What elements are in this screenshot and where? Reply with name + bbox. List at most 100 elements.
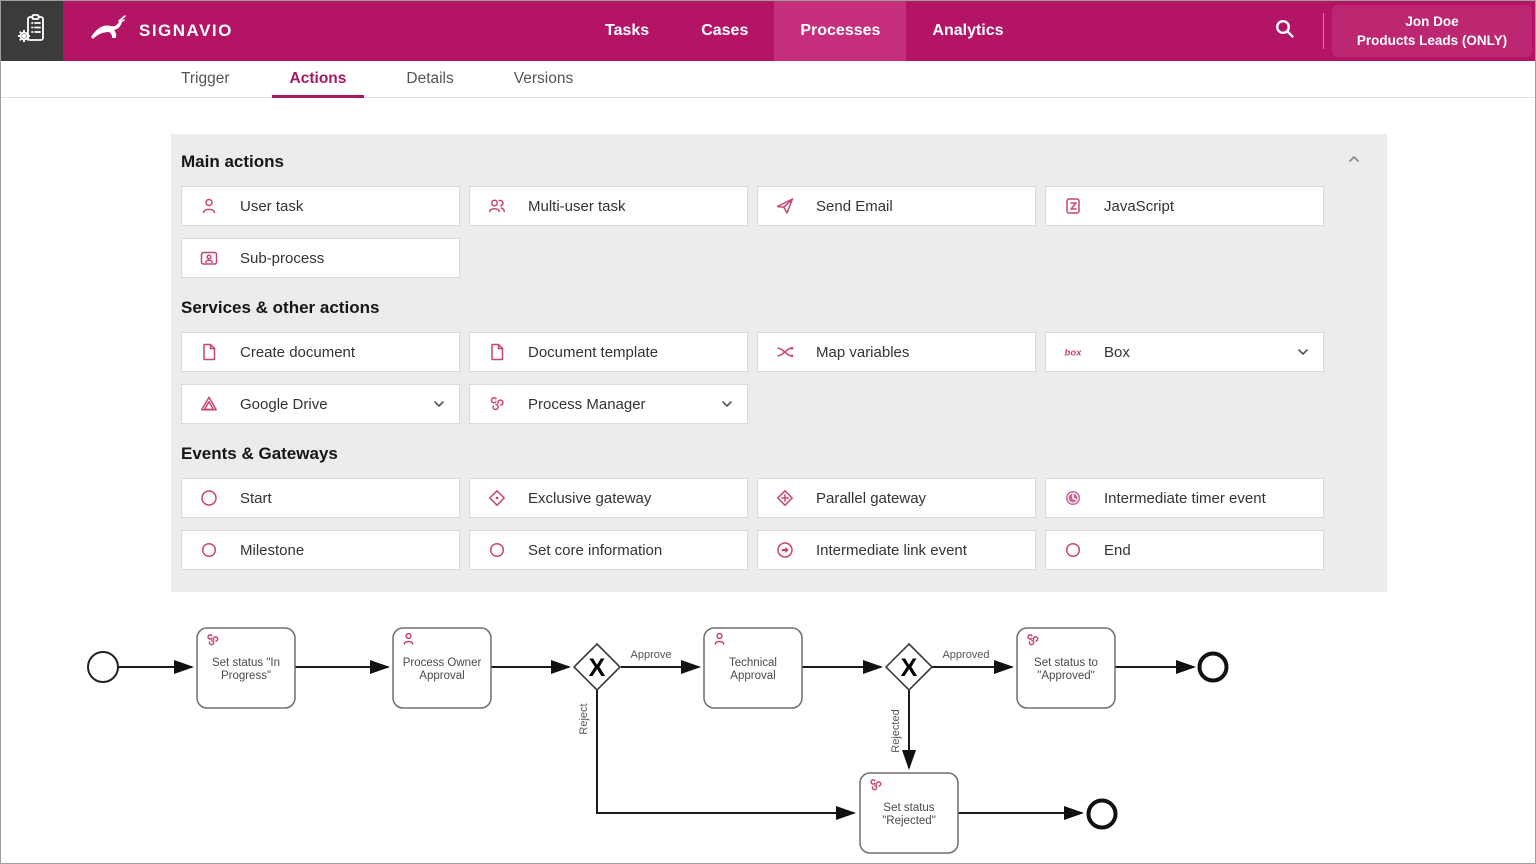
action-intermediate-link-event[interactable]: Intermediate link event: [757, 530, 1036, 570]
chevron-down-icon: [1295, 344, 1311, 360]
end-event-icon: [1063, 540, 1083, 560]
svg-text:"Approved": "Approved": [1037, 670, 1094, 682]
user-role: Products Leads (ONLY): [1356, 33, 1508, 48]
action-javascript[interactable]: JavaScript: [1045, 186, 1324, 226]
svg-text:Technical: Technical: [729, 657, 777, 669]
user-menu[interactable]: Jon Doe Products Leads (ONLY): [1332, 5, 1532, 57]
task-technical-approval[interactable]: Technical Approval: [703, 627, 803, 709]
action-document-template[interactable]: Document template: [469, 332, 748, 372]
tab-details[interactable]: Details: [406, 70, 454, 87]
action-sub-process[interactable]: Sub-process: [181, 238, 460, 278]
action-start[interactable]: Start: [181, 478, 460, 518]
action-google-drive[interactable]: Google Drive: [181, 384, 460, 424]
create-document-icon: [199, 342, 219, 362]
section-main-actions: Main actions User task Multi-user task: [181, 152, 1377, 278]
svg-text:Progress": Progress": [221, 670, 271, 682]
action-set-core-information[interactable]: Set core information: [469, 530, 748, 570]
actions-palette-panel: Main actions User task Multi-user task: [171, 134, 1387, 592]
action-label: Sub-process: [240, 249, 325, 267]
section-services: Services & other actions Create document…: [181, 298, 1377, 424]
edge-label-reject: Reject: [578, 703, 590, 734]
start-event-icon: [199, 488, 219, 508]
action-label: Parallel gateway: [816, 489, 927, 507]
action-label: User task: [240, 197, 304, 215]
tab-trigger[interactable]: Trigger: [181, 70, 230, 87]
action-label: Intermediate link event: [816, 541, 967, 559]
action-exclusive-gateway[interactable]: Exclusive gateway: [469, 478, 748, 518]
app-switcher-button[interactable]: [1, 1, 63, 61]
task-process-owner-approval[interactable]: Process Owner Approval: [392, 627, 492, 709]
top-header-bar: SIGNAVIO Tasks Cases Processes Analytics…: [1, 1, 1535, 61]
action-milestone[interactable]: Milestone: [181, 530, 460, 570]
process-diagram-canvas[interactable]: Approve Approved Reject Rejected Set sta…: [1, 592, 1535, 863]
action-label: Send Email: [816, 197, 893, 215]
action-label: End: [1104, 541, 1131, 559]
gateway-exclusive-1[interactable]: X: [572, 642, 622, 692]
brand-logo[interactable]: SIGNAVIO: [89, 1, 233, 61]
svg-text:"Rejected": "Rejected": [882, 815, 936, 827]
edge-label-approved: Approved: [942, 649, 989, 661]
section-title: Main actions: [181, 152, 284, 171]
gateway-exclusive-2[interactable]: X: [884, 642, 934, 692]
action-create-document[interactable]: Create document: [181, 332, 460, 372]
chevron-up-icon: [1346, 151, 1362, 172]
action-label: Document template: [528, 343, 659, 361]
svg-text:Set status to: Set status to: [1034, 657, 1098, 669]
tab-versions[interactable]: Versions: [513, 70, 574, 87]
set-core-information-icon: [487, 540, 507, 560]
main-navigation: Tasks Cases Processes Analytics: [579, 1, 1030, 61]
user-task-icon: [199, 196, 219, 216]
action-label: Start: [240, 489, 272, 507]
nav-item-processes[interactable]: Processes: [774, 1, 907, 61]
action-process-manager[interactable]: Process Manager: [469, 384, 748, 424]
exclusive-gateway-icon: [487, 488, 507, 508]
action-label: Map variables: [816, 343, 910, 361]
svg-text:X: X: [901, 654, 918, 682]
action-multi-user-task[interactable]: Multi-user task: [469, 186, 748, 226]
link-event-icon: [775, 540, 795, 560]
milestone-icon: [199, 540, 219, 560]
gear-clipboard-icon: [14, 11, 50, 52]
process-tab-bar: Trigger Actions Details Versions: [1, 61, 1535, 98]
svg-text:Set status "In: Set status "In: [212, 657, 280, 669]
action-label: Process Manager: [528, 395, 646, 413]
action-user-task[interactable]: User task: [181, 186, 460, 226]
svg-text:Set status: Set status: [883, 802, 934, 814]
svg-text:Process Owner: Process Owner: [403, 657, 482, 669]
action-label: Exclusive gateway: [528, 489, 652, 507]
task-set-status-in-progress[interactable]: Set status "In Progress": [196, 627, 296, 709]
edge-label-rejected: Rejected: [890, 709, 902, 752]
timer-event-icon: [1063, 488, 1083, 508]
action-intermediate-timer-event[interactable]: Intermediate timer event: [1045, 478, 1324, 518]
section-events-gateways: Events & Gateways Start Exclusive gatewa…: [181, 444, 1377, 570]
search-button[interactable]: [1269, 16, 1301, 46]
action-parallel-gateway[interactable]: Parallel gateway: [757, 478, 1036, 518]
collapse-panel-button[interactable]: [1343, 150, 1365, 172]
action-end[interactable]: End: [1045, 530, 1324, 570]
signavio-gazelle-icon: [89, 12, 127, 51]
nav-item-analytics[interactable]: Analytics: [932, 22, 1004, 39]
action-label: Multi-user task: [528, 197, 626, 215]
task-set-status-approved[interactable]: Set status to "Approved": [1016, 627, 1116, 709]
action-label: Intermediate timer event: [1104, 489, 1266, 507]
svg-text:Approval: Approval: [730, 670, 775, 682]
action-label: Create document: [240, 343, 356, 361]
javascript-icon: [1063, 196, 1083, 216]
action-send-email[interactable]: Send Email: [757, 186, 1036, 226]
action-map-variables[interactable]: Map variables: [757, 332, 1036, 372]
edge-label-approve: Approve: [631, 649, 672, 661]
parallel-gateway-icon: [775, 488, 795, 508]
action-box[interactable]: box Box: [1045, 332, 1324, 372]
tab-actions[interactable]: Actions: [260, 61, 377, 98]
edge-reject: [596, 690, 856, 820]
end-event-node-2[interactable]: [1086, 798, 1118, 830]
task-set-status-rejected[interactable]: Set status "Rejected": [859, 772, 959, 854]
user-name: Jon Doe: [1405, 14, 1459, 29]
document-template-icon: [487, 342, 507, 362]
nav-item-tasks[interactable]: Tasks: [605, 22, 650, 39]
start-event-node[interactable]: [87, 651, 119, 683]
end-event-node-1[interactable]: [1197, 651, 1229, 683]
nav-item-cases[interactable]: Cases: [701, 22, 749, 39]
multi-user-task-icon: [487, 196, 507, 216]
